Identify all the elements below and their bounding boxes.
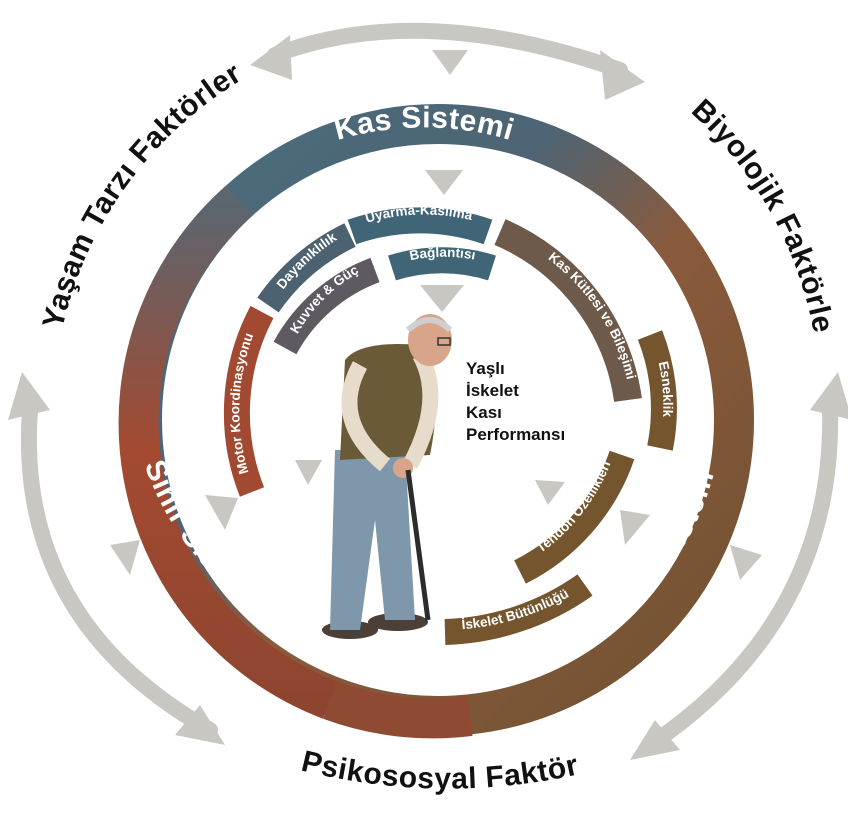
lifestyle-factors-label: Yaşam Tarzı Faktörleri (0, 0, 247, 332)
triangle-markers (110, 50, 762, 580)
outer-arrowheads (8, 35, 848, 760)
flexibility-label: Esneklik (656, 360, 676, 418)
endurance-band (257, 223, 356, 313)
strength-band (273, 257, 380, 355)
center-line-4: Performansı (466, 425, 565, 444)
connection-label: Bağlantısı (408, 245, 477, 264)
motor-band (223, 305, 274, 497)
connection-band (388, 247, 496, 281)
nerve-ring-segment (118, 184, 338, 719)
mass-band (494, 219, 642, 403)
center-line-3: Kası (466, 403, 502, 422)
flexibility-band (637, 330, 677, 451)
inner-segments (223, 207, 677, 645)
center-line-2: İskelet (466, 381, 519, 400)
integrity-band (444, 574, 593, 645)
center-line-1: Yaşlı (466, 359, 505, 378)
elderly-man-illustration (322, 314, 453, 639)
excitation-band (347, 207, 493, 245)
tendon-band (513, 450, 635, 584)
center-label: Yaşlı İskelet Kası Performansı (466, 359, 565, 444)
outer-arrows (21, 22, 839, 753)
nerve-ring-segment-bottom (323, 681, 473, 739)
